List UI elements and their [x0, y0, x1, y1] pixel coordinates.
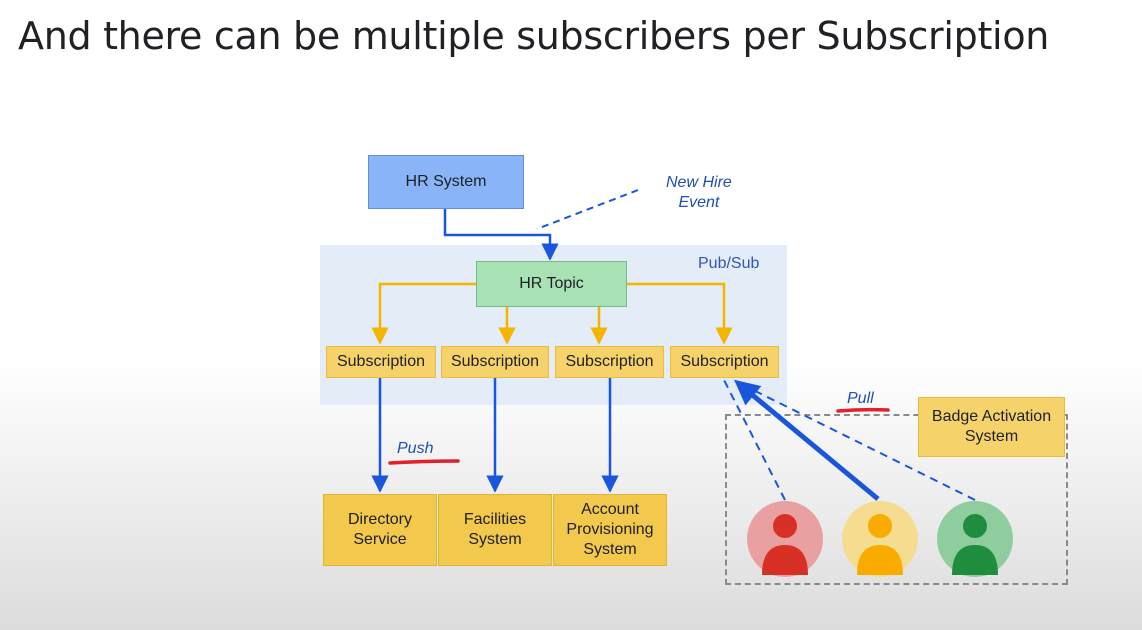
subscription-box: Subscription [326, 346, 436, 378]
topic-to-subscription-1-arrow [371, 282, 476, 345]
subscriber-group [725, 414, 1068, 585]
slide-title: And there can be multiple subscribers pe… [18, 14, 1050, 58]
pull-underline [836, 407, 890, 413]
pull-arrow-yellow [734, 379, 880, 501]
new-hire-event-pointer [536, 189, 639, 230]
hr-system-to-topic-arrow [443, 209, 559, 261]
push-underline [388, 459, 460, 465]
subscription-box: Subscription [441, 346, 549, 378]
badge-activation-box: Badge Activation System [918, 397, 1065, 457]
topic-to-subscription-4-arrow [627, 282, 733, 345]
directory-service-box: Directory Service [323, 494, 437, 566]
hr-topic-box: HR Topic [476, 261, 627, 307]
pubsub-label: Pub/Sub [698, 255, 760, 272]
facilities-system-box: Facilities System [438, 494, 552, 566]
new-hire-event-label: New Hire Event [666, 174, 732, 211]
subscription-box: Subscription [670, 346, 779, 378]
person-icon-red [747, 501, 823, 577]
subscription-box: Subscription [555, 346, 664, 378]
pull-label: Pull [847, 390, 874, 407]
person-icon-yellow [842, 501, 918, 577]
account-provisioning-box: Account Provisioning System [553, 494, 667, 566]
pull-line-green [734, 380, 976, 501]
push-label: Push [397, 440, 434, 457]
hr-system-box: HR System [368, 155, 524, 209]
person-icon-green [937, 501, 1013, 577]
